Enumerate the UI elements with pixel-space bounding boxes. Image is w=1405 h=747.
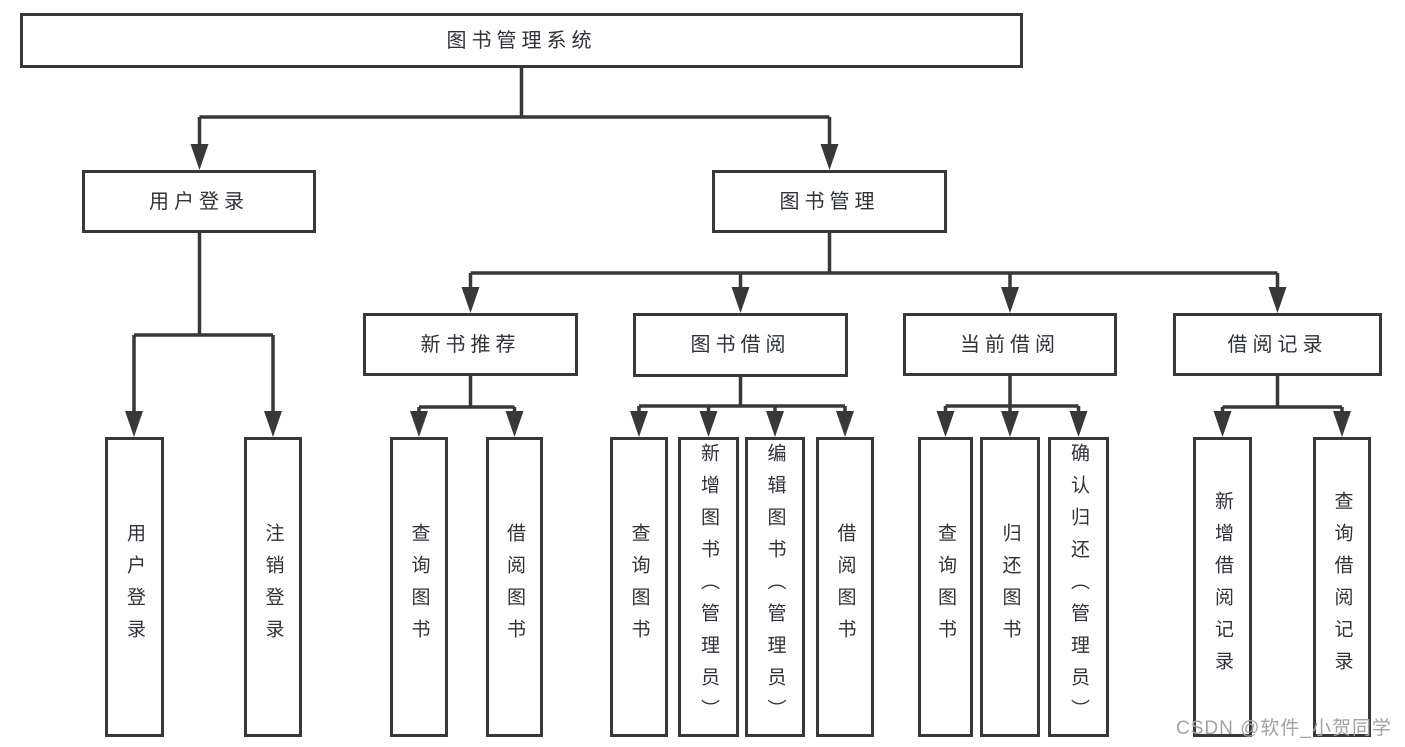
arrow-down-icon	[264, 411, 282, 437]
connector-borrowrecords-to-leaves	[1220, 376, 1344, 413]
arrow-down-icon	[410, 411, 428, 437]
leaf-confirm-return-admin: 确认归还（管理员）	[1048, 437, 1109, 737]
node-new-book-recommend: 新书推荐	[363, 313, 578, 376]
node-root: 图书管理系统	[20, 13, 1023, 68]
connector-userlogin-to-leaves	[132, 233, 275, 413]
arrow-down-icon	[836, 411, 854, 437]
arrow-down-icon	[1213, 411, 1232, 437]
arrow-down-icon	[820, 144, 839, 170]
arrow-down-icon	[731, 287, 750, 313]
leaf-borrow-book-2: 借阅图书	[816, 437, 874, 737]
leaf-edit-book-admin: 编辑图书（管理员）	[745, 437, 805, 737]
leaf-borrow-book-1: 借阅图书	[486, 437, 543, 737]
arrow-down-icon	[461, 287, 480, 313]
node-book-borrow: 图书借阅	[633, 313, 848, 377]
arrow-down-icon	[1069, 411, 1088, 437]
leaf-query-borrow-record: 查询借阅记录	[1313, 437, 1371, 737]
node-user-login: 用户登录	[82, 170, 316, 233]
node-borrow-records: 借阅记录	[1173, 313, 1382, 376]
leaf-query-book-2: 查询图书	[610, 437, 668, 737]
node-book-management: 图书管理	[712, 170, 947, 233]
leaf-logout: 注销登录	[244, 437, 302, 737]
arrow-down-icon	[1001, 411, 1019, 437]
watermark: CSDN @软件_小贺同学	[1176, 718, 1392, 739]
arrow-down-icon	[1333, 411, 1351, 437]
connector-bookmgmt-to-level3	[468, 233, 1280, 289]
arrow-down-icon	[1001, 287, 1019, 313]
arrow-down-icon	[190, 144, 209, 170]
leaf-add-book-admin: 新增图书（管理员）	[678, 437, 739, 737]
arrowhead-icons	[125, 144, 1351, 437]
arrow-down-icon	[125, 411, 143, 437]
leaf-query-book-3: 查询图书	[918, 437, 973, 737]
arrow-down-icon	[766, 411, 784, 437]
leaf-add-borrow-record: 新增借阅记录	[1193, 437, 1252, 737]
leaf-query-book-1: 查询图书	[390, 437, 448, 737]
arrow-down-icon	[936, 411, 955, 437]
connector-newbookrec-to-leaves	[417, 376, 517, 413]
arrow-down-icon	[630, 411, 648, 437]
leaf-user-login: 用户登录	[105, 437, 164, 737]
leaf-return-book: 归还图书	[980, 437, 1040, 737]
arrow-down-icon	[1268, 287, 1287, 313]
connector-currentborrow-to-leaves	[943, 376, 1081, 413]
connector-root-to-level2	[197, 68, 832, 146]
node-current-borrow: 当前借阅	[903, 313, 1117, 376]
arrow-down-icon	[699, 411, 718, 437]
connector-bookborrow-to-leaves	[637, 377, 847, 413]
arrow-down-icon	[505, 411, 524, 437]
